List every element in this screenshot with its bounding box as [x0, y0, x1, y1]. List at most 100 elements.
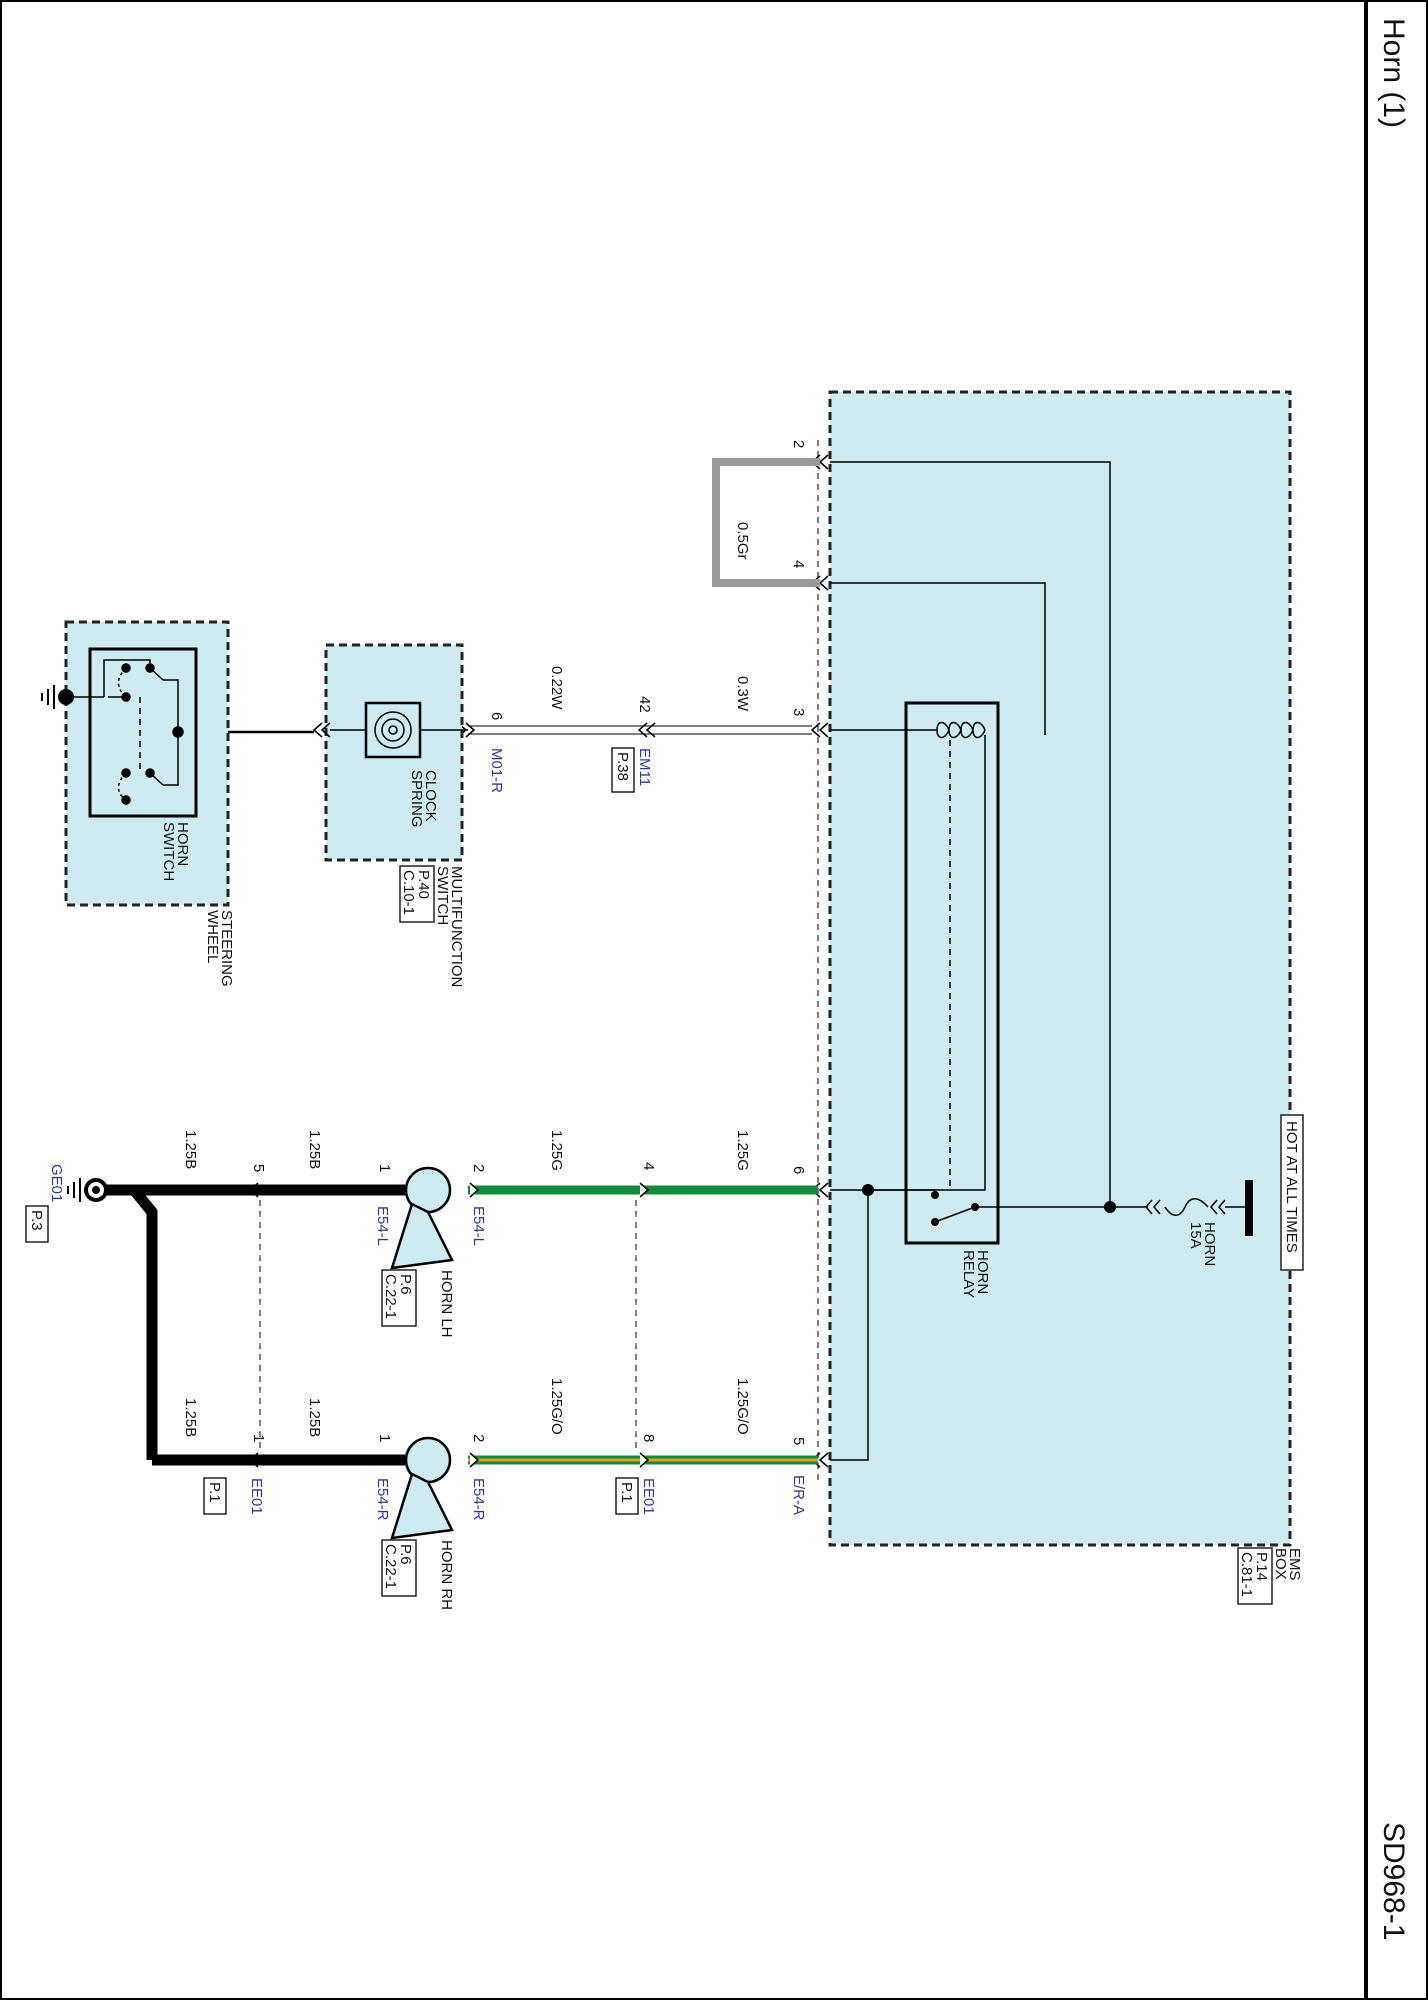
power-bus-bar — [1245, 1180, 1253, 1236]
svg-text:HORN: HORN — [974, 1250, 991, 1294]
svg-text:SWITCH: SWITCH — [160, 822, 177, 881]
black-wire-return — [129, 1186, 158, 1460]
svg-text:P.38: P.38 — [614, 752, 631, 781]
relay-contact — [868, 1189, 979, 1226]
wire-label: 1.25B — [182, 1130, 199, 1169]
wire-label: 1.25G — [734, 1130, 751, 1171]
svg-text:C.81-1: C.81-1 — [1238, 1552, 1255, 1597]
horn-switch-box — [88, 647, 198, 818]
ee01-ref-2: P.1 — [203, 1477, 227, 1515]
svg-text:C.10-1: C.10-1 — [400, 870, 417, 915]
wire-label: 1.25B — [306, 1130, 323, 1169]
svg-text:STEERING: STEERING — [218, 910, 235, 987]
pin-label: 1 — [376, 1434, 393, 1442]
pin-label: 4 — [640, 1162, 657, 1170]
fuse-horn-15a — [1110, 1198, 1245, 1216]
horn-switch-label: HORN SWITCH — [160, 822, 191, 881]
hot-at-all-times-label: HOT AT ALL TIMES — [1280, 1114, 1304, 1271]
clock-spring-label: CLOCK SPRING — [408, 770, 439, 828]
pin-label: 8 — [640, 1434, 657, 1442]
horn-lh-icon — [390, 1166, 454, 1270]
wire-label: 0.3W — [734, 676, 751, 712]
svg-text:P.1: P.1 — [206, 1482, 223, 1503]
ems-pin5-link — [830, 1190, 869, 1461]
connector-label: E54-R — [470, 1478, 487, 1521]
svg-text:P.3: P.3 — [28, 1210, 45, 1231]
connector-label: EE01 — [640, 1478, 657, 1515]
wire-label-gray: 0.5Gr — [734, 522, 751, 560]
svg-text:WHEEL: WHEEL — [204, 910, 221, 963]
svg-text:P.40: P.40 — [415, 870, 432, 899]
ems-pins — [810, 454, 829, 1468]
multifunction-switch-label: MULTIFUNCTION SWITCH P.40 C.10-1 — [399, 865, 465, 987]
horn-lh-label: HORN LH — [438, 1270, 455, 1338]
pin-label: 3 — [790, 708, 807, 716]
svg-text:P.6: P.6 — [397, 1544, 414, 1565]
ge01-ref: P.3 — [25, 1205, 49, 1243]
connector-label: EM11 — [636, 748, 653, 786]
page-code: SD968-1 — [1377, 1822, 1410, 1940]
svg-text:C.22-1: C.22-1 — [382, 1544, 399, 1589]
pin-label: 42 — [636, 696, 653, 713]
relay-label: HORN RELAY — [960, 1250, 991, 1298]
svg-text:EMS: EMS — [1286, 1548, 1303, 1581]
wire-label: 1.25G/O — [734, 1378, 751, 1435]
pin-label: 4 — [790, 560, 807, 568]
ems-box — [828, 390, 1292, 1547]
svg-text:BOX: BOX — [1272, 1548, 1289, 1580]
horn-rh-label: HORN RH — [438, 1540, 455, 1610]
ground-ge01-icon — [67, 1178, 108, 1202]
connector-label: GE01 — [48, 1164, 65, 1202]
ground-icon — [41, 685, 74, 709]
wire-label: 1.25G/O — [548, 1378, 565, 1435]
ee01-ref: P.1 — [615, 1477, 639, 1515]
svg-text:MULTIFUNCTION: MULTIFUNCTION — [448, 866, 465, 987]
horn-rh-icon — [390, 1436, 454, 1540]
connector-label: E54-L — [470, 1206, 487, 1246]
pin-label: 1 — [376, 1164, 393, 1172]
pin-label: 5 — [790, 1437, 807, 1445]
clock-spring-icon — [364, 701, 422, 759]
connector-label: E54-R — [374, 1478, 391, 1521]
pin-label: 2 — [470, 1434, 487, 1442]
mfs-pin — [312, 722, 331, 738]
em11-ref: P.38 — [611, 747, 635, 793]
svg-text:HORN: HORN — [1201, 1222, 1218, 1266]
connector-label: EE01 — [248, 1478, 265, 1515]
page-title: Horn (1) — [1377, 18, 1410, 128]
horn-relay — [904, 701, 1000, 1245]
pin-label: 1 — [250, 1434, 267, 1442]
pin-label: 2 — [790, 440, 807, 448]
steering-wheel-label: STEERING WHEEL — [204, 910, 235, 987]
relay-coil — [830, 721, 986, 1190]
svg-text:CLOCK: CLOCK — [422, 770, 439, 822]
gray-wire-loop — [712, 458, 820, 587]
svg-text:HOT AT ALL TIMES: HOT AT ALL TIMES — [1283, 1121, 1300, 1253]
wire-label: 1.25G — [548, 1130, 565, 1171]
pin-label: 6 — [790, 1166, 807, 1174]
em11-pin — [637, 722, 656, 738]
svg-text:SWITCH: SWITCH — [434, 866, 451, 925]
wire-label: 1.25B — [306, 1398, 323, 1437]
wire-label: 0.22W — [548, 666, 565, 710]
svg-text:P.6: P.6 — [397, 1274, 414, 1295]
connector-label: E/R-A — [790, 1475, 807, 1515]
pin-label: 5 — [250, 1164, 267, 1172]
svg-text:HORN: HORN — [174, 822, 191, 866]
fuse-label: HORN 15A — [1187, 1222, 1218, 1266]
horn-rh-ref: P.6 C.22-1 — [381, 1539, 417, 1597]
white-wire — [468, 725, 812, 735]
svg-text:P.14: P.14 — [1253, 1552, 1270, 1581]
wire-label: 1.25B — [182, 1398, 199, 1437]
svg-text:SPRING: SPRING — [408, 770, 425, 828]
ems-box-label: EMS BOX P.14 C.81-1 — [1237, 1547, 1303, 1605]
svg-text:C.22-1: C.22-1 — [382, 1274, 399, 1319]
connector-label: E54-L — [374, 1206, 391, 1246]
pin-label: 2 — [470, 1164, 487, 1172]
svg-text:P.1: P.1 — [618, 1482, 635, 1503]
connector-label: M01-R — [488, 748, 505, 793]
horn-switch-contacts — [66, 659, 184, 805]
horn-lh-ref: P.6 C.22-1 — [381, 1269, 417, 1327]
svg-text:RELAY: RELAY — [960, 1250, 977, 1298]
